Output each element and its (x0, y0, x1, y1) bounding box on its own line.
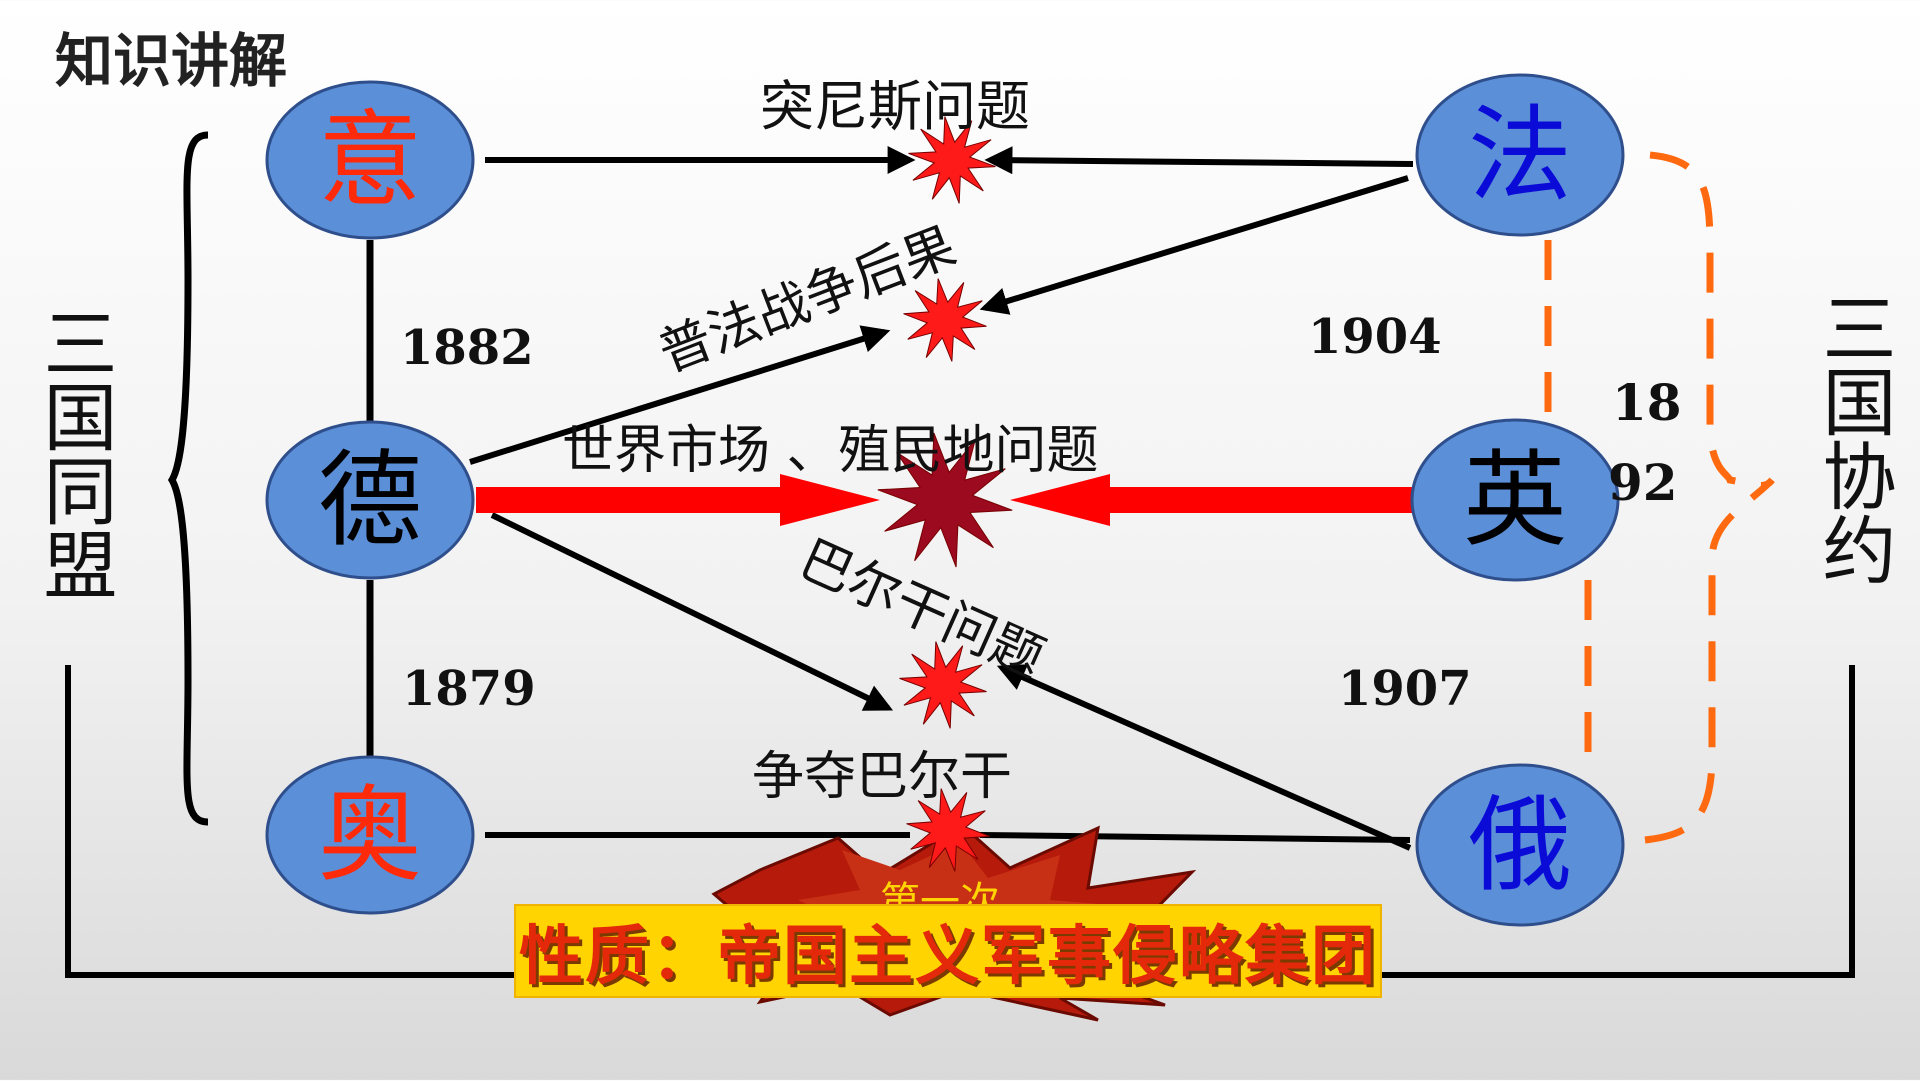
country-node-britain: 英 (1410, 418, 1620, 582)
country-circle (265, 420, 475, 580)
star-francoprussian (903, 278, 987, 362)
country-label: 俄 (1468, 784, 1572, 906)
nature-banner: 性质：帝国主义军事侵略集团 (514, 904, 1382, 998)
dash-right-brace (1644, 151, 1775, 844)
country-label: 意 (318, 99, 422, 221)
arrow-germany-balkan (490, 512, 894, 711)
red-bar-germany (476, 487, 786, 513)
star-balkan (899, 641, 987, 729)
arrow-france-francoprussian (979, 175, 1409, 315)
country-node-russia: 俄 (1415, 763, 1625, 927)
year-1904: 1904 (1308, 309, 1442, 365)
country-node-germany: 德 (265, 420, 475, 580)
year-1892-part1: 18 (1612, 373, 1682, 432)
country-label: 法 (1468, 94, 1572, 216)
arrow-germany-francoprussian (469, 325, 891, 465)
triple-entente-label: 三国协约 (1810, 290, 1896, 586)
country-label: 奥 (318, 774, 422, 896)
red-head-germany (780, 474, 880, 526)
country-circle (265, 80, 475, 240)
year-1879: 1879 (402, 661, 536, 717)
red-bar-britain (1105, 487, 1415, 513)
arrow-france-tunisia (984, 146, 1414, 175)
year-1907: 1907 (1338, 661, 1472, 717)
label-balkan-contest: 争夺巴尔干 (752, 747, 1012, 807)
label-market: 世界市场 、殖民地问题 (562, 421, 1099, 481)
year-1892-part2: 92 (1608, 453, 1678, 512)
star-market (877, 432, 1013, 568)
line-russia-balkan (979, 832, 1411, 843)
country-circle (1415, 763, 1625, 927)
country-node-austria: 奥 (265, 755, 475, 915)
country-circle (1410, 418, 1620, 582)
country-node-france: 法 (1415, 73, 1625, 237)
country-circle (265, 755, 475, 915)
page-title: 知识讲解 (55, 27, 288, 95)
country-label: 英 (1463, 439, 1567, 561)
year-1882: 1882 (400, 320, 534, 376)
star-tunisia (908, 116, 996, 204)
country-label: 德 (318, 439, 422, 561)
alliance-brace (167, 131, 209, 826)
label-tunisia: 突尼斯问题 (760, 75, 1030, 138)
country-node-italy: 意 (265, 80, 475, 240)
arrow-russia-balkan (996, 664, 1412, 851)
triple-alliance-label: 三国同盟 (31, 305, 117, 601)
country-circle (1415, 73, 1625, 237)
star-balkan-contest (906, 788, 990, 872)
red-head-britain (1010, 474, 1110, 526)
